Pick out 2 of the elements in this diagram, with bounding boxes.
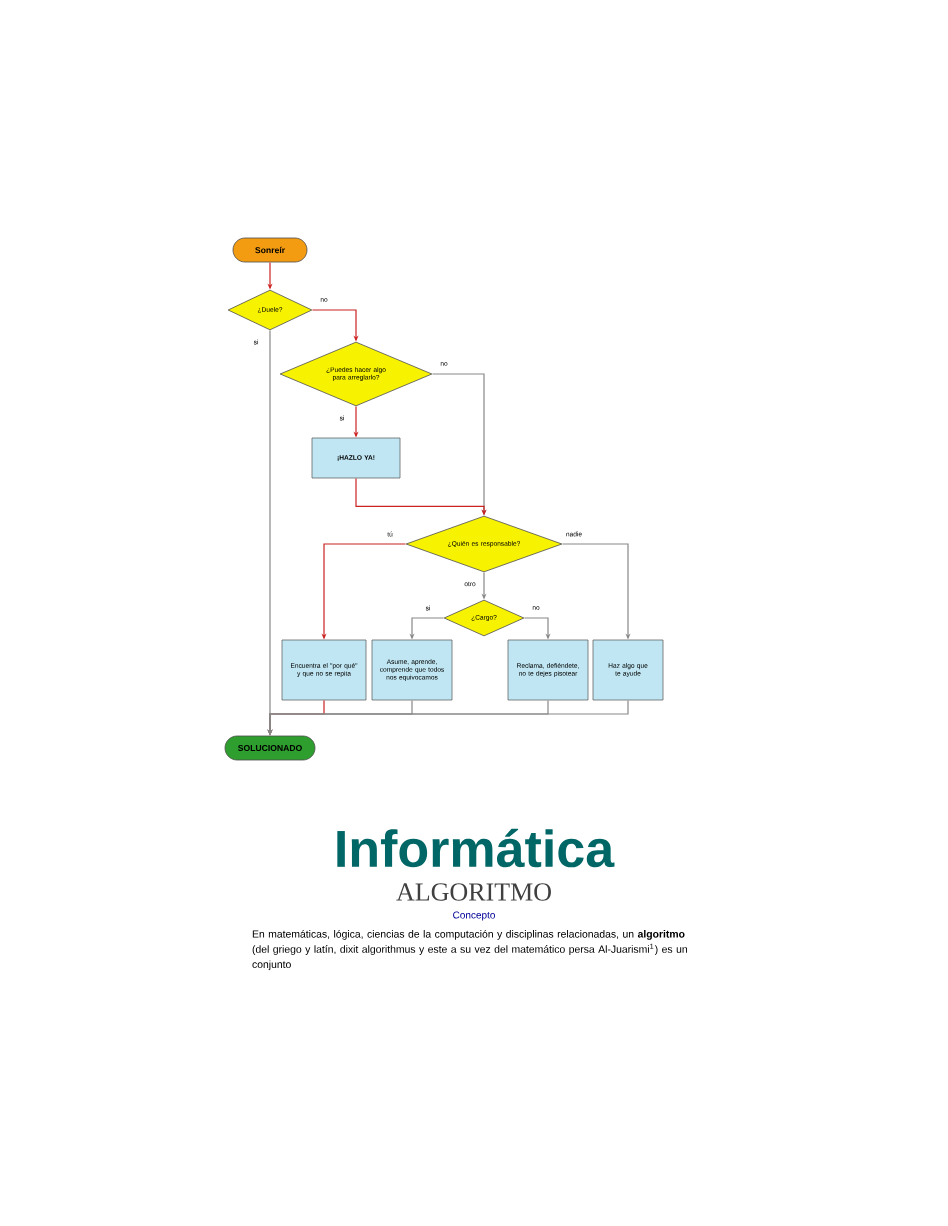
section-heading: ALGORITMO bbox=[396, 883, 551, 901]
page-title: Informática bbox=[337, 828, 615, 868]
